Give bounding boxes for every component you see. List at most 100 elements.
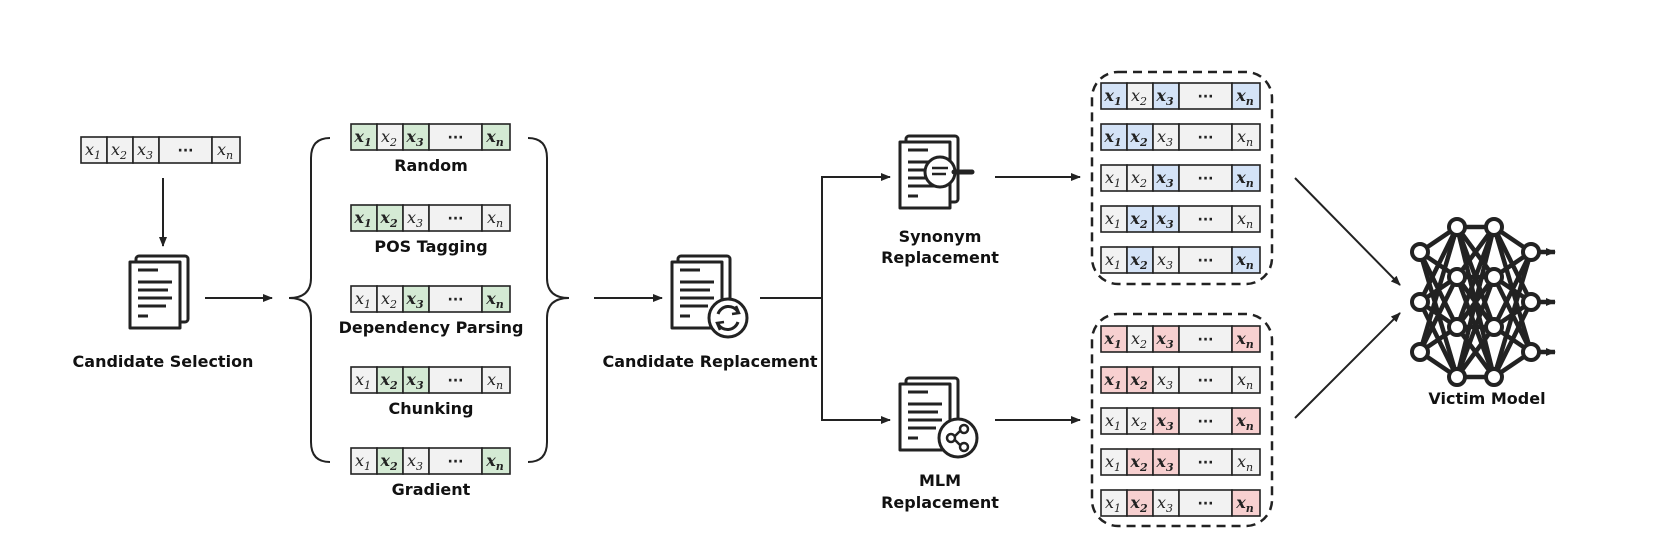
token-cell <box>211 136 241 164</box>
token-cell <box>1152 325 1180 353</box>
token-label: x2 <box>1129 493 1148 515</box>
mlm-replacement-label-line2: Replacement <box>881 493 999 512</box>
token-label: x3 <box>1155 209 1174 231</box>
synonym-replacement-label-line1: Synonym <box>899 227 982 246</box>
token-cell <box>1126 164 1154 192</box>
document-icon <box>128 254 190 330</box>
token-cell <box>1231 82 1261 110</box>
token-cell <box>1152 448 1180 476</box>
network-node <box>1521 342 1541 362</box>
token-label: x2 <box>1129 452 1148 474</box>
network-node <box>1410 292 1430 312</box>
token-label: x2 <box>1131 411 1147 433</box>
token-label: x1 <box>85 140 101 162</box>
token-cell <box>428 366 483 394</box>
token-label: x1 <box>1105 493 1121 515</box>
token-cell <box>1178 246 1233 274</box>
token-label: x2 <box>379 208 398 230</box>
selection-method-label: Chunking <box>389 399 474 418</box>
network-node <box>1447 317 1467 337</box>
token-label: x3 <box>407 451 423 473</box>
token-label: x3 <box>1155 168 1174 190</box>
token-cell <box>1100 489 1128 517</box>
victim-model-label: Victim Model <box>1428 389 1545 408</box>
token-cell <box>1178 123 1233 151</box>
neural-network-icon <box>1410 217 1556 387</box>
arrow-mlm-to-victim <box>1294 312 1401 419</box>
network-node <box>1484 367 1504 387</box>
token-cell <box>1126 246 1154 274</box>
token-label: x2 <box>1129 250 1148 272</box>
token-cell <box>1152 164 1180 192</box>
token-label: xn <box>1237 452 1253 474</box>
selection-method-label: Dependency Parsing <box>339 318 524 337</box>
token-cell <box>1231 325 1261 353</box>
token-ellipsis: ··· <box>1198 414 1214 430</box>
token-label: x3 <box>405 370 424 392</box>
token-cell <box>1152 205 1180 233</box>
network-edge <box>1455 325 1496 379</box>
token-label: x3 <box>405 127 424 149</box>
token-label: xn <box>1235 168 1254 190</box>
network-node <box>1447 217 1467 237</box>
token-cell <box>350 366 378 394</box>
token-cell <box>1231 123 1261 151</box>
token-cell <box>1126 489 1154 517</box>
arrows <box>159 173 1401 424</box>
token-cell <box>402 204 430 232</box>
token-label: xn <box>487 370 503 392</box>
network-edge <box>1491 251 1534 378</box>
token-cell <box>481 447 511 475</box>
token-label: x1 <box>353 208 371 230</box>
token-label: xn <box>1235 329 1254 351</box>
token-ellipsis: ··· <box>1198 253 1214 269</box>
token-label: x2 <box>1131 86 1147 108</box>
token-ellipsis: ··· <box>448 454 464 470</box>
token-ellipsis: ··· <box>1198 496 1214 512</box>
token-cell <box>1231 489 1261 517</box>
token-cell <box>1178 325 1233 353</box>
token-label: x1 <box>1103 86 1121 108</box>
token-label: x2 <box>1131 329 1147 351</box>
token-label: x2 <box>379 370 398 392</box>
network-node <box>1521 292 1541 312</box>
token-cell <box>481 366 511 394</box>
token-label: x1 <box>1105 250 1121 272</box>
token-cell <box>402 366 430 394</box>
right-brace <box>527 137 570 463</box>
network-node <box>1521 242 1541 262</box>
document-share-icon <box>898 376 979 459</box>
token-ellipsis: ··· <box>1198 332 1214 348</box>
token-label: x1 <box>353 127 371 149</box>
candidate-selection-label: Candidate Selection <box>73 352 254 371</box>
token-cell <box>481 123 511 151</box>
mlm-replacement-label-line1: MLM <box>919 471 961 490</box>
token-label: x2 <box>1129 127 1148 149</box>
token-cell <box>1100 123 1128 151</box>
token-cell <box>1231 246 1261 274</box>
token-label: x2 <box>379 451 398 473</box>
token-label: x2 <box>111 140 127 162</box>
token-ellipsis: ··· <box>1198 171 1214 187</box>
token-label: x2 <box>1129 209 1148 231</box>
token-ellipsis: ··· <box>1198 373 1214 389</box>
token-label: xn <box>1237 127 1253 149</box>
token-cell <box>1178 448 1233 476</box>
left-brace <box>288 137 331 463</box>
token-ellipsis: ··· <box>448 211 464 227</box>
token-label: x3 <box>1157 127 1173 149</box>
